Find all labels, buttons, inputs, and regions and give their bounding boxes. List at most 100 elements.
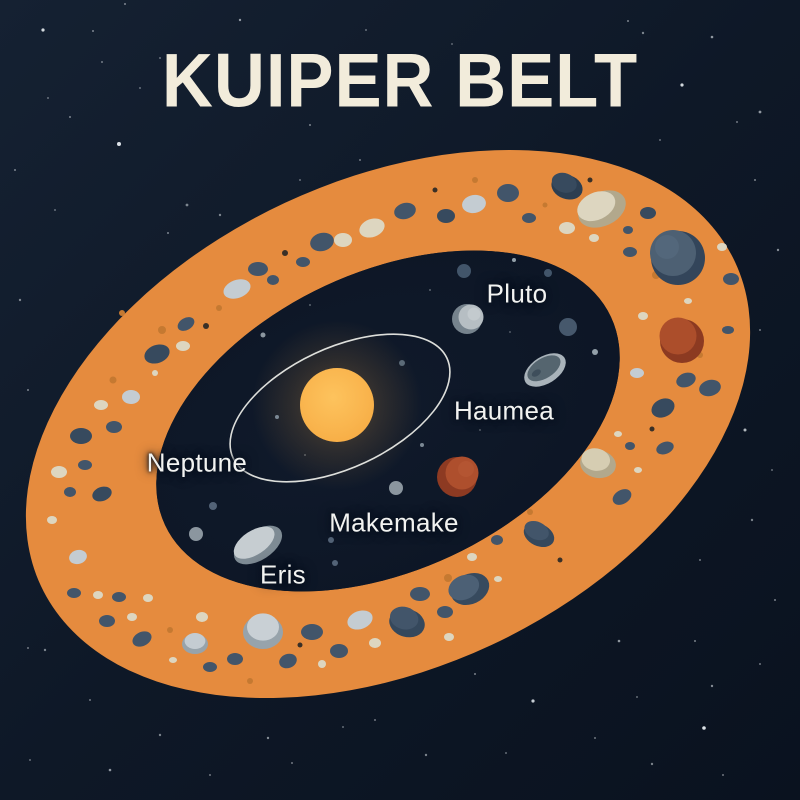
belt-rock: [106, 421, 122, 433]
star: [710, 684, 714, 688]
star: [27, 647, 29, 649]
belt-rock: [448, 572, 490, 606]
star: [14, 169, 16, 171]
belt-rock: [457, 264, 471, 278]
belt-rock: [399, 360, 405, 366]
belt-rock: [580, 448, 616, 479]
star: [89, 699, 91, 701]
belt-rock: [347, 610, 373, 630]
star: [374, 719, 376, 721]
star: [754, 179, 756, 181]
belt-rocks: [47, 172, 739, 684]
star: [291, 762, 293, 764]
star: [139, 87, 141, 89]
belt-rock: [467, 553, 477, 561]
star: [722, 774, 724, 776]
label-neptune: Neptune: [146, 447, 248, 478]
belt-rock: [699, 379, 721, 397]
belt-rock: [330, 644, 348, 658]
belt-rock: [420, 443, 424, 447]
star: [365, 29, 367, 31]
belt-rock: [227, 653, 243, 665]
belt-rock: [623, 247, 637, 257]
star: [27, 389, 29, 391]
belt-rock: [127, 613, 137, 621]
belt-rock: [169, 657, 177, 663]
star: [710, 35, 714, 39]
star: [41, 28, 45, 32]
star: [239, 469, 241, 471]
belt-rock: [70, 428, 92, 444]
belt-rock: [527, 509, 533, 515]
sun: [300, 368, 374, 442]
star: [774, 599, 776, 601]
star: [451, 43, 453, 45]
belt-rock: [332, 560, 338, 566]
belt-rock: [589, 234, 599, 242]
belt-rock: [196, 612, 208, 622]
belt-rock: [623, 226, 633, 234]
label-eris: Eris: [260, 559, 306, 590]
star: [736, 121, 738, 123]
belt-rock: [638, 312, 648, 320]
belt-rock: [296, 257, 310, 267]
star: [776, 248, 780, 252]
star: [185, 203, 189, 207]
star: [429, 289, 431, 291]
belt-rock: [723, 273, 739, 285]
belt-rock: [209, 502, 217, 510]
belt-rock: [717, 243, 727, 251]
belt-rock: [551, 172, 583, 200]
belt-rock: [328, 537, 334, 543]
star: [266, 736, 270, 740]
belt-rock: [432, 187, 438, 193]
belt-rock: [247, 678, 253, 684]
star: [159, 57, 161, 59]
belt-rock: [462, 194, 486, 214]
kuiper-belt-ring: [25, 149, 751, 699]
belt-rock: [722, 326, 734, 334]
star: [680, 83, 684, 87]
star: [309, 124, 311, 126]
star: [758, 110, 762, 114]
neptune-orbit: [229, 333, 451, 483]
star: [509, 331, 511, 333]
belt-rock: [119, 310, 125, 316]
belt-rock: [122, 390, 140, 404]
starfield: [14, 3, 780, 776]
star: [117, 142, 121, 146]
star: [167, 232, 169, 234]
belt-rock: [389, 481, 403, 495]
belt-rock: [656, 441, 674, 455]
star: [479, 429, 481, 431]
belt-rock: [176, 341, 190, 351]
star: [92, 30, 94, 32]
belt-rock: [260, 332, 266, 338]
belt-rock: [587, 177, 593, 183]
belt-rock: [112, 592, 126, 602]
makemake-body: [437, 456, 479, 497]
belt-rock: [649, 426, 655, 432]
star: [531, 699, 535, 703]
belt-rock: [494, 576, 502, 582]
belt-rock: [78, 460, 92, 470]
star: [18, 298, 22, 302]
belt-rock: [614, 431, 622, 437]
belt-rock: [310, 232, 334, 252]
belt-rock: [640, 207, 656, 219]
belt-rock: [67, 588, 81, 598]
belt-rock: [203, 323, 209, 329]
belt-rock: [143, 594, 153, 602]
belt-rock: [522, 213, 536, 223]
belt-rock: [369, 638, 381, 648]
star: [218, 213, 222, 217]
star: [299, 179, 301, 181]
pluto-body: [452, 304, 484, 334]
belt-rock: [523, 520, 555, 548]
page-title: KUIPER BELT: [161, 38, 639, 124]
belt-rock: [248, 262, 268, 276]
belt-rock: [472, 177, 478, 183]
belt-rock: [559, 222, 575, 234]
